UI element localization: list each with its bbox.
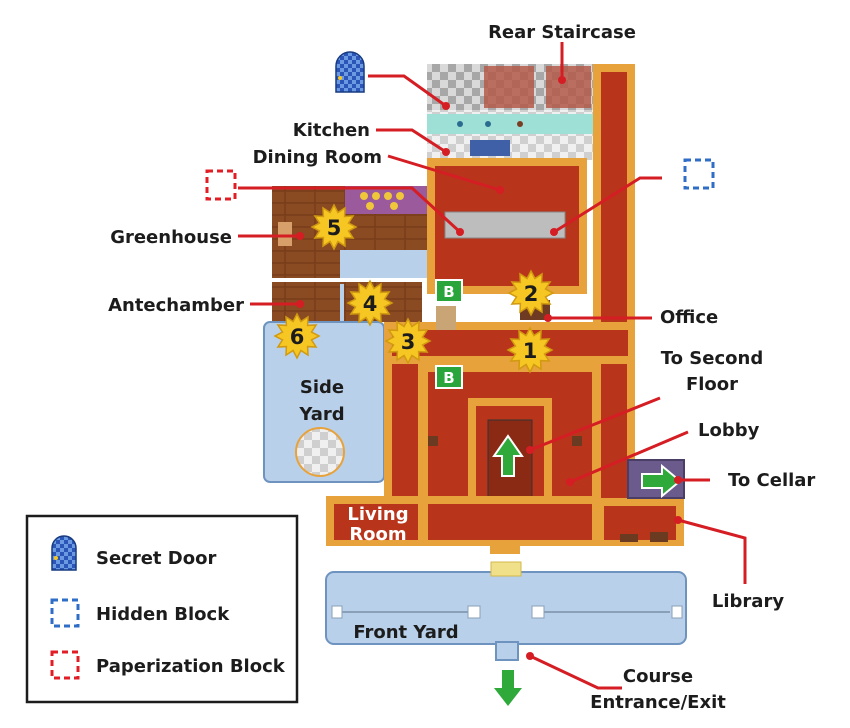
legend: Secret Door Hidden Block Paperization Bl… — [25, 514, 299, 704]
legend-secret-door-label: Secret Door — [96, 548, 216, 569]
legend-hidden-block-icon — [50, 598, 80, 628]
callout-antechamber: Antechamber — [108, 295, 244, 316]
down-arrow-icon — [494, 670, 522, 706]
svg-text:Living: Living — [347, 504, 408, 525]
svg-text:1: 1 — [523, 339, 538, 363]
b-block-lower: B — [435, 365, 463, 389]
legend-hidden-block-label: Hidden Block — [96, 604, 230, 625]
star-marker-6: 6 — [273, 312, 321, 360]
callout-to-second-floor-1: To Second — [661, 348, 763, 369]
side-yard-label: Side Yard — [298, 377, 344, 425]
up-arrow-icon — [492, 434, 524, 477]
svg-text:6: 6 — [290, 325, 305, 349]
callout-to-second-floor-2: Floor — [686, 374, 738, 395]
leader-dots — [296, 76, 682, 660]
leader-lines — [238, 42, 747, 690]
svg-text:3: 3 — [401, 330, 416, 354]
callout-course-2: Entrance/Exit — [590, 692, 726, 713]
callout-office: Office — [660, 307, 718, 328]
legend-paperization-block-label: Paperization Block — [96, 656, 286, 677]
star-marker-3: 3 — [384, 317, 432, 365]
star-marker-2: 2 — [507, 269, 555, 317]
callout-course-1: Course — [623, 666, 693, 687]
side-yard-fountain — [295, 427, 345, 477]
b-block-upper: B — [435, 279, 463, 303]
antechamber-area — [272, 282, 422, 322]
living-room-label: Living Room — [347, 504, 408, 545]
svg-text:2: 2 — [524, 282, 539, 306]
svg-text:4: 4 — [363, 292, 378, 316]
callout-library: Library — [712, 591, 784, 612]
svg-text:Side: Side — [300, 377, 344, 398]
callout-dining-room: Dining Room — [253, 147, 382, 168]
callout-rear-staircase: Rear Staircase — [488, 22, 636, 43]
building — [263, 64, 687, 661]
paperization-block-icon — [205, 169, 237, 201]
secret-door-icon — [335, 51, 365, 93]
front-yard-label: Front Yard — [353, 622, 458, 643]
legend-paperization-block-icon — [50, 650, 80, 680]
svg-text:Room: Room — [349, 524, 406, 545]
star-marker-5: 5 — [310, 203, 358, 251]
star-marker-1: 1 — [506, 326, 554, 374]
callout-lobby: Lobby — [698, 420, 760, 441]
svg-text:Yard: Yard — [298, 404, 344, 425]
svg-text:B: B — [443, 369, 454, 387]
right-arrow-icon — [641, 463, 682, 499]
hidden-block-icon — [683, 158, 715, 190]
svg-text:B: B — [443, 283, 454, 301]
callout-kitchen: Kitchen — [293, 120, 370, 141]
legend-secret-door-icon — [51, 535, 77, 571]
dining-table — [444, 211, 566, 239]
star-marker-4: 4 — [346, 279, 394, 327]
callout-to-cellar: To Cellar — [728, 470, 815, 491]
svg-text:5: 5 — [327, 216, 342, 240]
callout-greenhouse: Greenhouse — [110, 227, 232, 248]
